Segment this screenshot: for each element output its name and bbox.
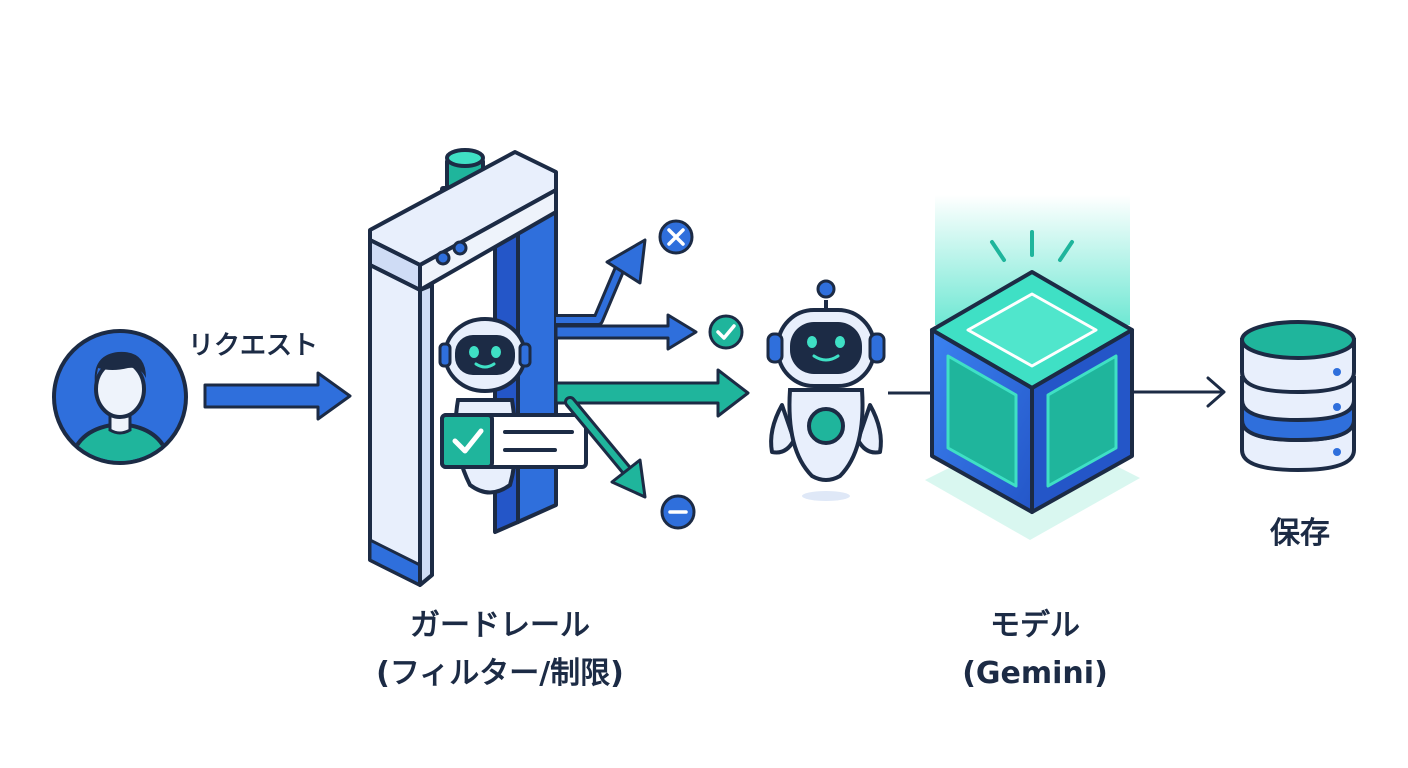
storage-label: 保存 — [1270, 516, 1330, 551]
guardrail-subtitle: (フィルター/制限) — [376, 656, 624, 691]
database-icon — [1240, 320, 1356, 473]
model-subtitle: (Gemini) — [962, 656, 1108, 691]
filter-branch-arrows — [554, 238, 750, 499]
user-avatar-icon — [52, 329, 188, 465]
glowing-cube-icon — [925, 195, 1140, 540]
model-label: モデル (Gemini) — [920, 602, 1150, 698]
guardrail-label: ガードレール (フィルター/制限) — [320, 602, 680, 698]
guardrail-title: ガードレール — [410, 608, 590, 643]
minus-circle-icon — [660, 494, 696, 530]
approval-card-icon — [440, 413, 588, 469]
request-arrow — [203, 371, 352, 421]
store-arrow — [1134, 376, 1226, 408]
check-circle-icon — [708, 314, 744, 350]
request-label: リクエスト — [188, 331, 319, 361]
robot-agent-icon — [766, 279, 886, 501]
model-title: モデル — [990, 608, 1080, 643]
x-circle-icon — [658, 219, 694, 255]
